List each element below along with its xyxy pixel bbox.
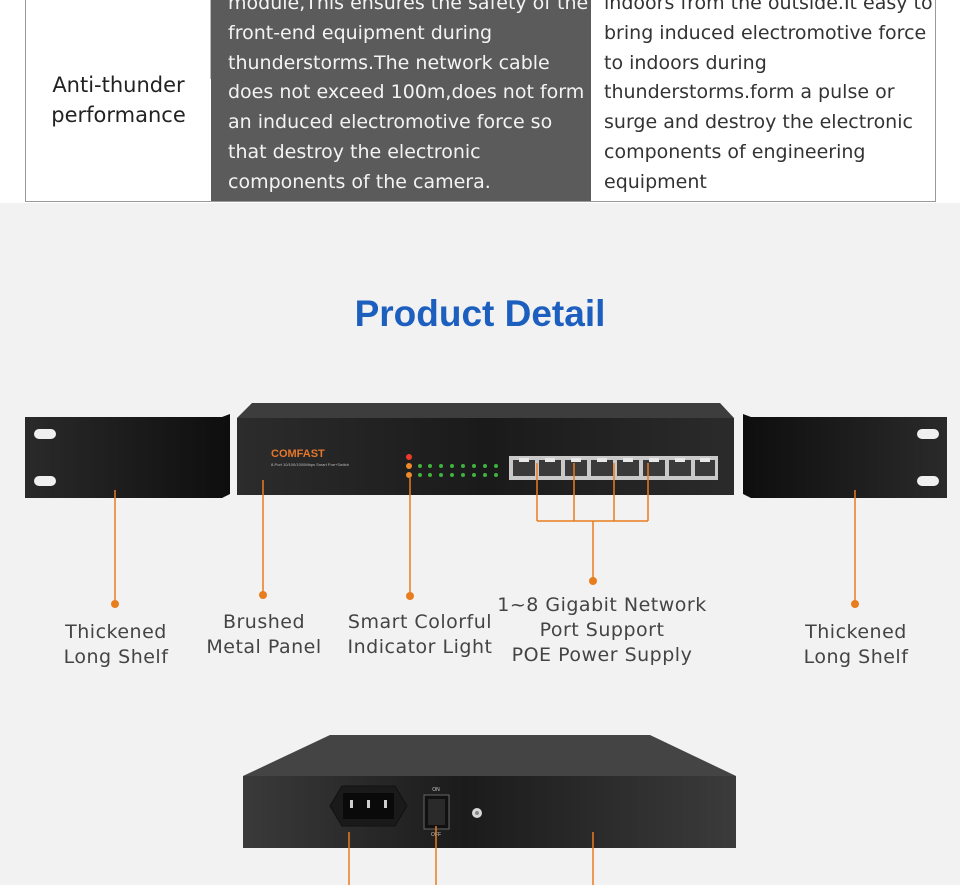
callout-panel-line1: Brushed <box>222 611 306 633</box>
callout-right-shelf-line2: Long Shelf <box>803 646 909 668</box>
table-divider <box>210 0 211 79</box>
callout-left-shelf-line1: Thickened <box>65 621 167 643</box>
callout-panel: Brushed Metal Panel <box>188 610 340 660</box>
model-label: 8-Port 10/100/1000Mbps Smart Poe+Switch <box>271 462 349 467</box>
comparison-table: Anti-thunder performance module,This ens… <box>25 0 936 202</box>
callout-ports: 1~8 Gigabit Network Port Support POE Pow… <box>492 593 712 668</box>
other-cell-text: indoors from the outside.It easy to brin… <box>604 0 933 193</box>
comparison-table-section: Anti-thunder performance module,This ens… <box>0 0 960 203</box>
indicator-lights <box>406 454 498 478</box>
other-cell: indoors from the outside.It easy to brin… <box>592 0 936 201</box>
callout-right-shelf: Thickened Long Shelf <box>780 620 932 670</box>
callout-right-shelf-line1: Thickened <box>805 621 907 643</box>
row-label-line2: performance <box>51 103 186 127</box>
callout-dots <box>111 577 859 608</box>
callout-left-shelf: Thickened Long Shelf <box>40 620 192 670</box>
row-label: Anti-thunder performance <box>26 0 211 201</box>
callout-left-shelf-line2: Long Shelf <box>63 646 169 668</box>
callout-indicator: Smart Colorful Indicator Light <box>330 610 510 660</box>
callout-indicator-line2: Indicator Light <box>347 636 493 658</box>
switch-on-label: ON <box>432 787 440 793</box>
callout-ports-line1: 1~8 Gigabit Network <box>497 594 707 616</box>
poe-cell: module,This ensures the safety of the fr… <box>211 0 591 201</box>
switch-front: COMFAST 8-Port 10/100/1000Mbps Smart Poe… <box>237 403 734 495</box>
ground-screw-icon <box>472 808 482 818</box>
callout-panel-line2: Metal Panel <box>206 636 322 658</box>
row-label-line1: Anti-thunder <box>52 73 185 97</box>
rear-callout-lines <box>348 826 594 885</box>
section-title: Product Detail <box>354 293 606 334</box>
brand-label: COMFAST <box>271 448 325 460</box>
right-mount-shelf <box>743 414 947 498</box>
callout-ports-line3: POE Power Supply <box>511 644 693 666</box>
callout-ports-line2: Port Support <box>539 619 665 641</box>
left-mount-shelf <box>25 414 230 498</box>
poe-cell-text: module,This ensures the safety of the fr… <box>228 0 589 193</box>
switch-rear: ON OFF <box>243 735 736 848</box>
callout-indicator-line1: Smart Colorful <box>347 611 493 633</box>
callout-lines <box>114 463 856 604</box>
power-socket <box>329 785 408 827</box>
